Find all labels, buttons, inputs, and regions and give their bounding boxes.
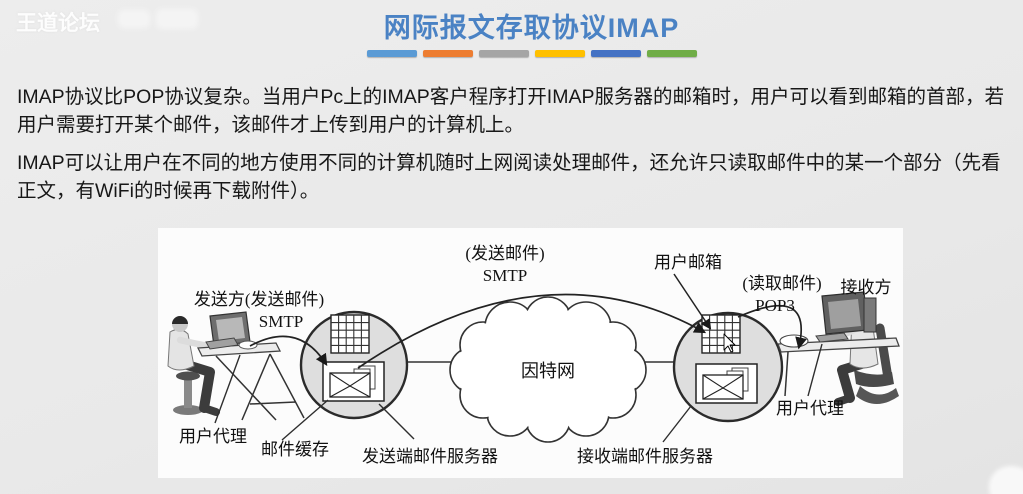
label-mid-smtp: SMTP [483,266,527,285]
pop3-arrow-server-to-ua [737,304,807,350]
body-paragraph-1: IMAP协议比POP协议复杂。当用户Pc上的IMAP客户程序打开IMAP服务器的… [17,86,1004,136]
label-mail-cache: 邮件缓存 [261,440,329,459]
mail-stack-icon [695,363,758,404]
mouse-cursor-icon [723,333,736,353]
email-flow-diagram: 因特网 [158,228,903,478]
watermark-smudge [118,10,150,28]
accent-bar [479,50,529,57]
corner-watermark [989,466,1023,494]
label-read-mail: (读取邮件) [742,274,821,293]
body-paragraph-2: IMAP可以让用户在不同的地方使用不同的计算机随时上网阅读处理邮件，还允许只读取… [17,152,1001,202]
accent-bar [423,50,473,57]
title-accent-bars [367,50,697,57]
label-user-agent-left: 用户代理 [179,427,247,446]
internet-cloud: 因特网 [449,296,647,443]
user-mailbox-pointer-arrow [673,273,712,330]
diagram-svg: 因特网 [167,244,900,466]
label-mid-send: (发送邮件) [465,244,544,263]
accent-bar [367,50,417,57]
label-sender: 发送方(发送邮件) [194,290,324,309]
accent-bar [647,50,697,57]
label-user-mailbox: 用户邮箱 [654,253,722,272]
mail-stack-icon [322,361,385,402]
label-pop3: POP3 [755,296,795,315]
label-internet: 因特网 [521,361,575,381]
receiver-person-figure [777,291,900,406]
sender-person-figure [167,311,305,421]
smtp-arrow-ua-to-server [249,335,328,367]
smtp-arrow-server-to-server [357,293,707,369]
watermark-wangdao: 王道论坛 [16,12,100,35]
user-mailbox-grid-icon [701,314,741,354]
label-receiving-server: 接收端邮件服务器 [577,447,713,466]
page-title: 网际报文存取协议IMAP [383,13,680,43]
mail-cache-grid-icon [330,314,370,354]
accent-bar [591,50,641,57]
sending-server-circle [299,310,409,420]
label-receiver: 接收方 [841,278,892,297]
label-pointer-lines [214,343,823,443]
receiving-server-circle [672,311,784,423]
accent-bar [535,50,585,57]
label-user-agent-right: 用户代理 [776,399,844,418]
label-sender-smtp: SMTP [259,312,303,331]
watermark-smudge [156,9,198,29]
label-sending-server: 发送端邮件服务器 [362,447,498,466]
